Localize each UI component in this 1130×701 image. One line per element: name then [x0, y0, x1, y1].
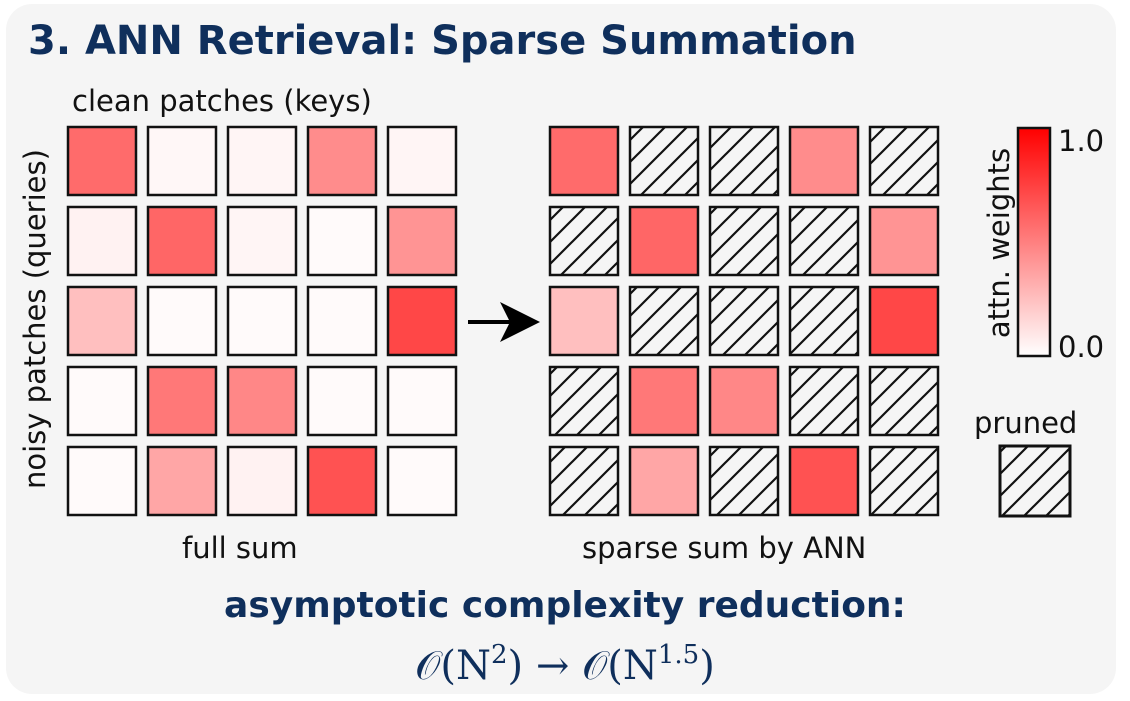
formula-rhs-exp: 1.5	[657, 640, 700, 670]
formula-rhs-o: 𝒪	[582, 643, 608, 689]
attention-cell	[66, 285, 138, 357]
attention-cell	[868, 285, 940, 357]
attention-cell	[708, 365, 780, 437]
full-attention-matrix	[66, 125, 458, 517]
attention-cell	[548, 125, 620, 197]
attention-cell	[66, 365, 138, 437]
colorbar-max-label: 1.0	[1058, 124, 1105, 158]
attention-cell	[226, 445, 298, 517]
attention-cell	[386, 285, 458, 357]
attention-cell	[628, 205, 700, 277]
formula-rhs-open: (N	[607, 643, 658, 689]
formula-lhs-open: (N	[440, 643, 491, 689]
attention-cell	[788, 125, 860, 197]
formula-lhs-o: 𝒪	[415, 643, 441, 689]
formula-arrow: →	[523, 643, 583, 689]
pruned-cell	[708, 205, 780, 277]
attention-cell	[226, 205, 298, 277]
sparse-sum-label: sparse sum by ANN	[582, 531, 867, 565]
keys-axis-label: clean patches (keys)	[72, 84, 372, 118]
pruned-cell	[548, 365, 620, 437]
pruned-cell	[628, 125, 700, 197]
attention-cell	[386, 445, 458, 517]
pruned-cell	[548, 205, 620, 277]
pruned-cell	[788, 205, 860, 277]
attention-cell	[146, 445, 218, 517]
attention-cell	[146, 365, 218, 437]
colorbar	[1016, 126, 1052, 358]
attention-cell	[548, 285, 620, 357]
full-sum-label: full sum	[182, 531, 298, 565]
pruned-cell	[788, 285, 860, 357]
attention-cell	[66, 205, 138, 277]
pruned-cell	[788, 365, 860, 437]
pruned-cell	[708, 445, 780, 517]
attention-cell	[306, 445, 378, 517]
attention-cell	[146, 285, 218, 357]
colorbar-min-label: 0.0	[1058, 330, 1105, 364]
arrow-icon	[468, 302, 540, 342]
complexity-subtitle: asymptotic complexity reduction:	[224, 585, 906, 626]
attention-cell	[386, 365, 458, 437]
attention-cell	[386, 125, 458, 197]
pruned-cell	[708, 285, 780, 357]
pruned-legend-label: pruned	[974, 406, 1078, 440]
attention-cell	[306, 125, 378, 197]
pruned-legend-swatch	[998, 444, 1072, 518]
attention-cell	[66, 445, 138, 517]
attention-cell	[146, 125, 218, 197]
figure-title: 3. ANN Retrieval: Sparse Summation	[28, 18, 857, 64]
attention-cell	[226, 285, 298, 357]
pruned-cell	[628, 285, 700, 357]
pruned-cell	[868, 365, 940, 437]
attention-cell	[66, 125, 138, 197]
attention-cell	[306, 205, 378, 277]
pruned-cell	[868, 445, 940, 517]
attention-cell	[226, 125, 298, 197]
pruned-cell	[868, 125, 940, 197]
formula-lhs-close: )	[507, 643, 524, 689]
attention-cell	[306, 285, 378, 357]
attention-cell	[146, 205, 218, 277]
attention-cell	[386, 205, 458, 277]
pruned-cell	[548, 445, 620, 517]
sparse-attention-matrix	[548, 125, 940, 517]
attention-cell	[628, 365, 700, 437]
complexity-formula: 𝒪(N2) → 𝒪(N1.5)	[0, 640, 1130, 689]
attention-cell	[226, 365, 298, 437]
attention-cell	[788, 445, 860, 517]
attention-cell	[868, 205, 940, 277]
formula-lhs-exp: 2	[490, 640, 508, 670]
attention-cell	[306, 365, 378, 437]
attention-cell	[628, 445, 700, 517]
pruned-cell	[708, 125, 780, 197]
formula-rhs-close: )	[699, 643, 715, 689]
